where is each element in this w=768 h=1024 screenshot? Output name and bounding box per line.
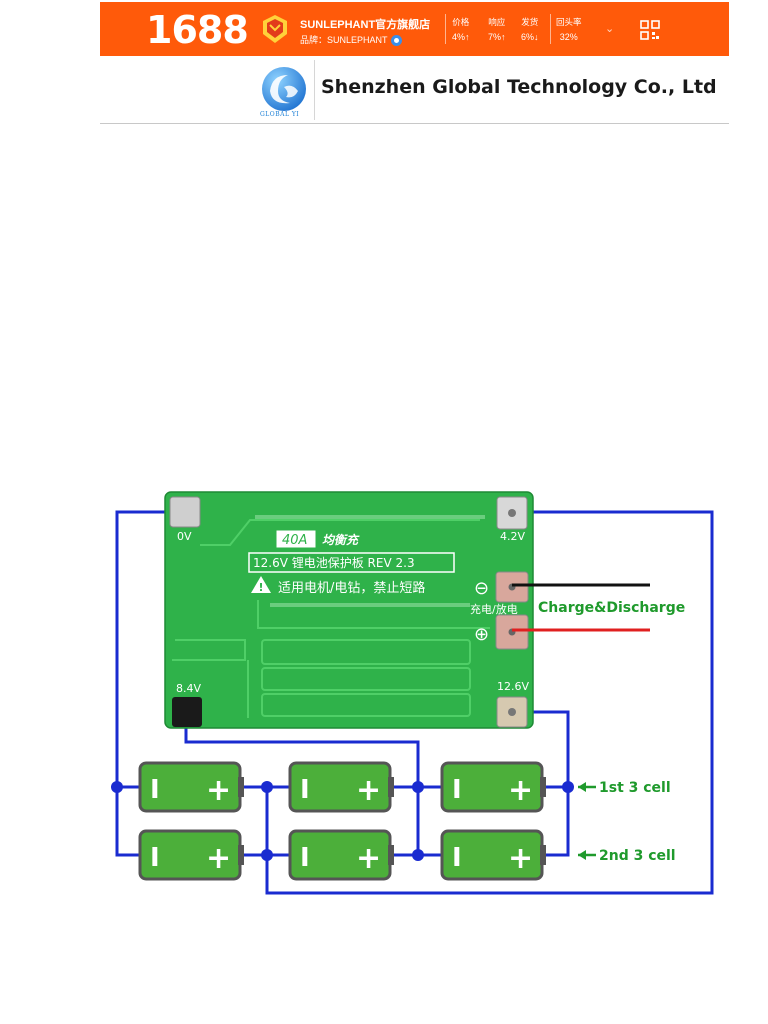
battery-cell: I +	[288, 829, 394, 881]
stat-value: 6%↓	[521, 32, 539, 42]
brand-line: 品牌：SUNLEPHANT	[300, 33, 402, 47]
stat-value: 32%	[559, 32, 578, 42]
battery-cell: I +	[138, 829, 244, 881]
plus-terminal-icon: ⊕	[474, 624, 489, 645]
warning-icon	[251, 576, 271, 593]
pcb-model: 40A	[282, 533, 307, 548]
pad-label-12v6: 12.6V	[497, 680, 529, 693]
stat-shipping: 发货 6%↓	[521, 16, 539, 42]
svg-text:+: +	[206, 773, 231, 808]
pcb-spec-line: 12.6V 锂电池保护板 REV 2.3	[253, 555, 415, 570]
divider	[445, 14, 446, 44]
svg-text:+: +	[356, 773, 381, 808]
battery-cell: I +	[138, 761, 244, 813]
pcb-warning: 适用电机/电钻，禁止短路	[278, 580, 425, 596]
pad-label-0v: 0V	[177, 530, 192, 543]
qr-code-icon[interactable]	[640, 20, 660, 40]
arrow-left-icon	[578, 782, 586, 792]
stat-label: 价格	[452, 17, 470, 27]
company-logo-caption: GLOBAL YI	[260, 111, 300, 118]
row-1-label: 1st 3 cell	[599, 780, 671, 796]
shop-badge-icon	[263, 15, 287, 43]
row-2-label: 2nd 3 cell	[599, 848, 676, 864]
pcb-board: 40A 均衡充 12.6V 锂电池保护板 REV 2.3 ! 适用电机/电钻，禁…	[164, 491, 534, 729]
divider	[314, 60, 315, 120]
charge-discharge-cn: 充电/放电	[470, 602, 518, 616]
pad-label-8v4: 8.4V	[176, 682, 201, 695]
store-header-bar: 1688 SUNLEPHANT官方旗舰店 品牌：SUNLEPHANT 价格 4%↑…	[100, 2, 729, 56]
shop-name[interactable]: SUNLEPHANT官方旗舰店	[300, 19, 431, 31]
stat-return-rate: 回头率 32%	[556, 16, 582, 42]
arrow-left-icon	[578, 850, 586, 860]
svg-text:I: I	[150, 843, 160, 873]
company-banner: GLOBAL YI Shenzhen Global Technology Co.…	[100, 56, 729, 124]
pad-label-4v2: 4.2V	[500, 530, 525, 543]
divider	[550, 14, 551, 44]
svg-text:I: I	[300, 775, 310, 805]
company-logo-icon[interactable]	[258, 62, 310, 120]
svg-text:!: !	[259, 581, 264, 594]
svg-text:+: +	[508, 773, 533, 808]
charge-discharge-label: Charge&Discharge	[538, 600, 685, 616]
battery-cell: I +	[440, 761, 546, 813]
stat-value: 7%↑	[488, 32, 506, 42]
brand-label: 品牌：SUNLEPHANT	[300, 35, 388, 45]
solder-pads	[169, 496, 529, 728]
stat-label: 响应	[488, 17, 506, 27]
pcb-model-cn: 均衡充	[322, 533, 360, 547]
svg-text:I: I	[452, 775, 462, 805]
company-name[interactable]: Shenzhen Global Technology Co., Ltd	[321, 76, 717, 98]
battery-cell: I +	[288, 761, 394, 813]
stat-price: 价格 4%↑	[452, 16, 470, 42]
battery-cells: I + I + I + I + I +	[138, 761, 546, 881]
svg-text:+: +	[508, 841, 533, 876]
stat-value: 4%↑	[452, 32, 470, 42]
stat-label: 发货	[521, 17, 539, 27]
stat-label: 回头率	[556, 17, 582, 27]
chevron-down-icon[interactable]: ⌄	[605, 23, 615, 35]
svg-text:I: I	[452, 843, 462, 873]
verified-icon	[390, 35, 402, 47]
row-label-2: 2nd 3 cell	[578, 848, 676, 864]
site-logo[interactable]: 1688	[146, 8, 249, 52]
junction-dots	[111, 781, 574, 861]
svg-text:I: I	[150, 775, 160, 805]
svg-text:+: +	[206, 841, 231, 876]
svg-text:+: +	[356, 841, 381, 876]
minus-terminal-icon: ⊖	[474, 578, 489, 599]
battery-cell: I +	[440, 829, 546, 881]
svg-text:I: I	[300, 843, 310, 873]
stat-response: 响应 7%↑	[488, 16, 506, 42]
row-label-1: 1st 3 cell	[578, 780, 671, 796]
